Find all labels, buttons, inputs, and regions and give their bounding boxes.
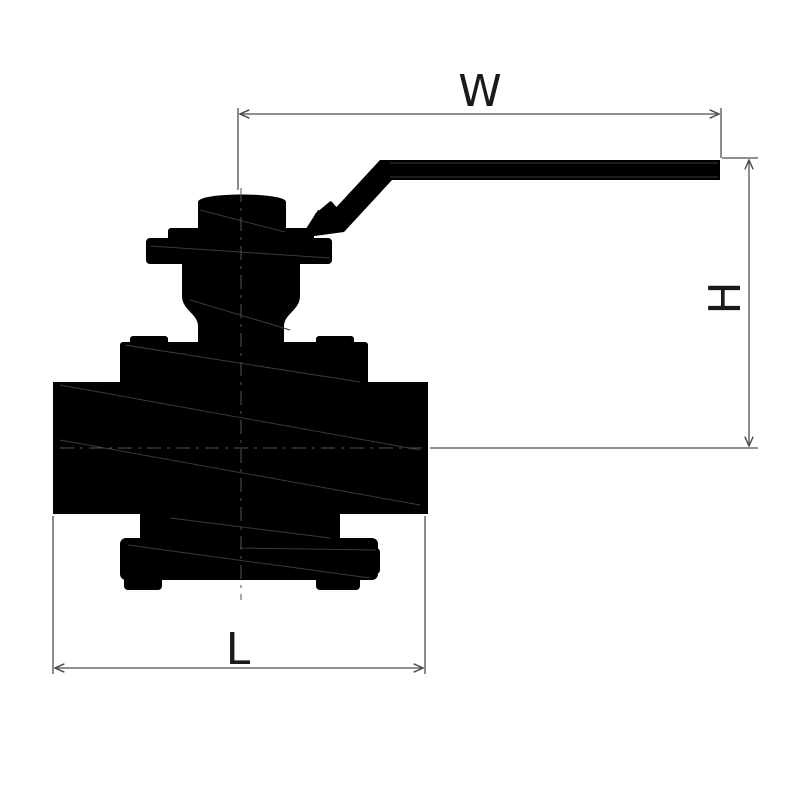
height-label: H [700,281,751,314]
stem-gland-upper [168,228,314,242]
bottom-flange-tab [338,548,380,574]
width-label: W [458,66,502,117]
dimension-lines [52,108,758,674]
length-label: L [226,624,251,675]
stem-flange [146,238,332,264]
bottom-bolt-left [124,576,162,590]
valve-handle[interactable] [300,160,720,238]
collar-bolt-left [130,336,168,346]
bottom-bolt-right [316,576,360,590]
bottom-flange [120,538,378,580]
collar-bolt-right [316,336,354,346]
bonnet-neck [182,262,300,342]
center-lines [60,188,425,600]
valve-body-group [53,160,720,590]
body-hatching [59,162,718,579]
stem-gland [198,194,286,238]
handle-nut [314,201,340,225]
